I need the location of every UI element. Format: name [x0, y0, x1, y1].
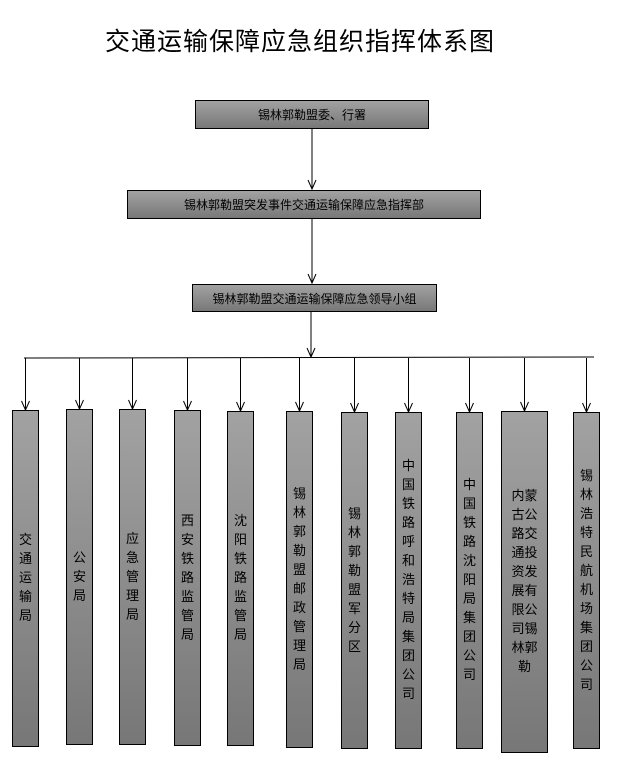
unit-label: 中国铁路呼和浩特局集团公司	[401, 459, 415, 702]
unit-label: 锡林郭勒盟邮政管理局	[292, 486, 306, 673]
level-3-label: 锡林郭勒盟交通运输保障应急领导小组	[212, 291, 417, 306]
level-2-box: 锡林郭勒盟突发事件交通运输保障应急指挥部	[127, 190, 481, 219]
unit-box: 应急管理局	[119, 409, 146, 745]
unit-label: 交通运输局	[18, 533, 32, 624]
level-3-box: 锡林郭勒盟交通运输保障应急领导小组	[192, 284, 437, 312]
unit-label: 内蒙古公路交通投资发展有限公司锡林郭勒	[511, 489, 538, 675]
unit-box: 中国铁路沈阳局集团公司	[456, 412, 483, 749]
unit-box: 公安局	[66, 409, 93, 745]
arrow-head	[307, 273, 317, 285]
unit-box: 锡林浩特民航机场集团公司	[573, 412, 600, 749]
unit-label: 中国铁路沈阳局集团公司	[462, 478, 476, 683]
unit-box: 内蒙古公路交通投资发展有限公司锡林郭勒	[501, 411, 548, 753]
unit-label: 锡林浩特民航机场集团公司	[579, 468, 593, 693]
level-1-box: 锡林郭勒盟委、行署	[195, 100, 429, 129]
arrow-head	[307, 179, 317, 191]
unit-box: 锡林郭勒盟邮政管理局	[286, 411, 313, 748]
level-2-label: 锡林郭勒盟突发事件交通运输保障应急指挥部	[183, 198, 424, 212]
unit-box: 锡林郭勒盟军分区	[341, 412, 368, 749]
unit-box: 中国铁路呼和浩特局集团公司	[395, 412, 422, 749]
unit-box: 沈阳铁路监管局	[227, 411, 254, 746]
unit-label: 应急管理局	[125, 531, 139, 623]
unit-label: 公安局	[72, 550, 86, 604]
unit-label: 西安铁路监管局	[180, 513, 194, 643]
unit-label: 锡林郭勒盟军分区	[347, 506, 361, 655]
unit-box: 交通运输局	[12, 410, 39, 747]
level-1-label: 锡林郭勒盟委、行署	[257, 108, 366, 122]
bus-line	[23, 356, 595, 359]
unit-box: 西安铁路监管局	[174, 410, 201, 746]
unit-label: 沈阳铁路监管局	[233, 514, 247, 643]
chart-title: 交通运输保障应急组织指挥体系图	[104, 27, 495, 56]
